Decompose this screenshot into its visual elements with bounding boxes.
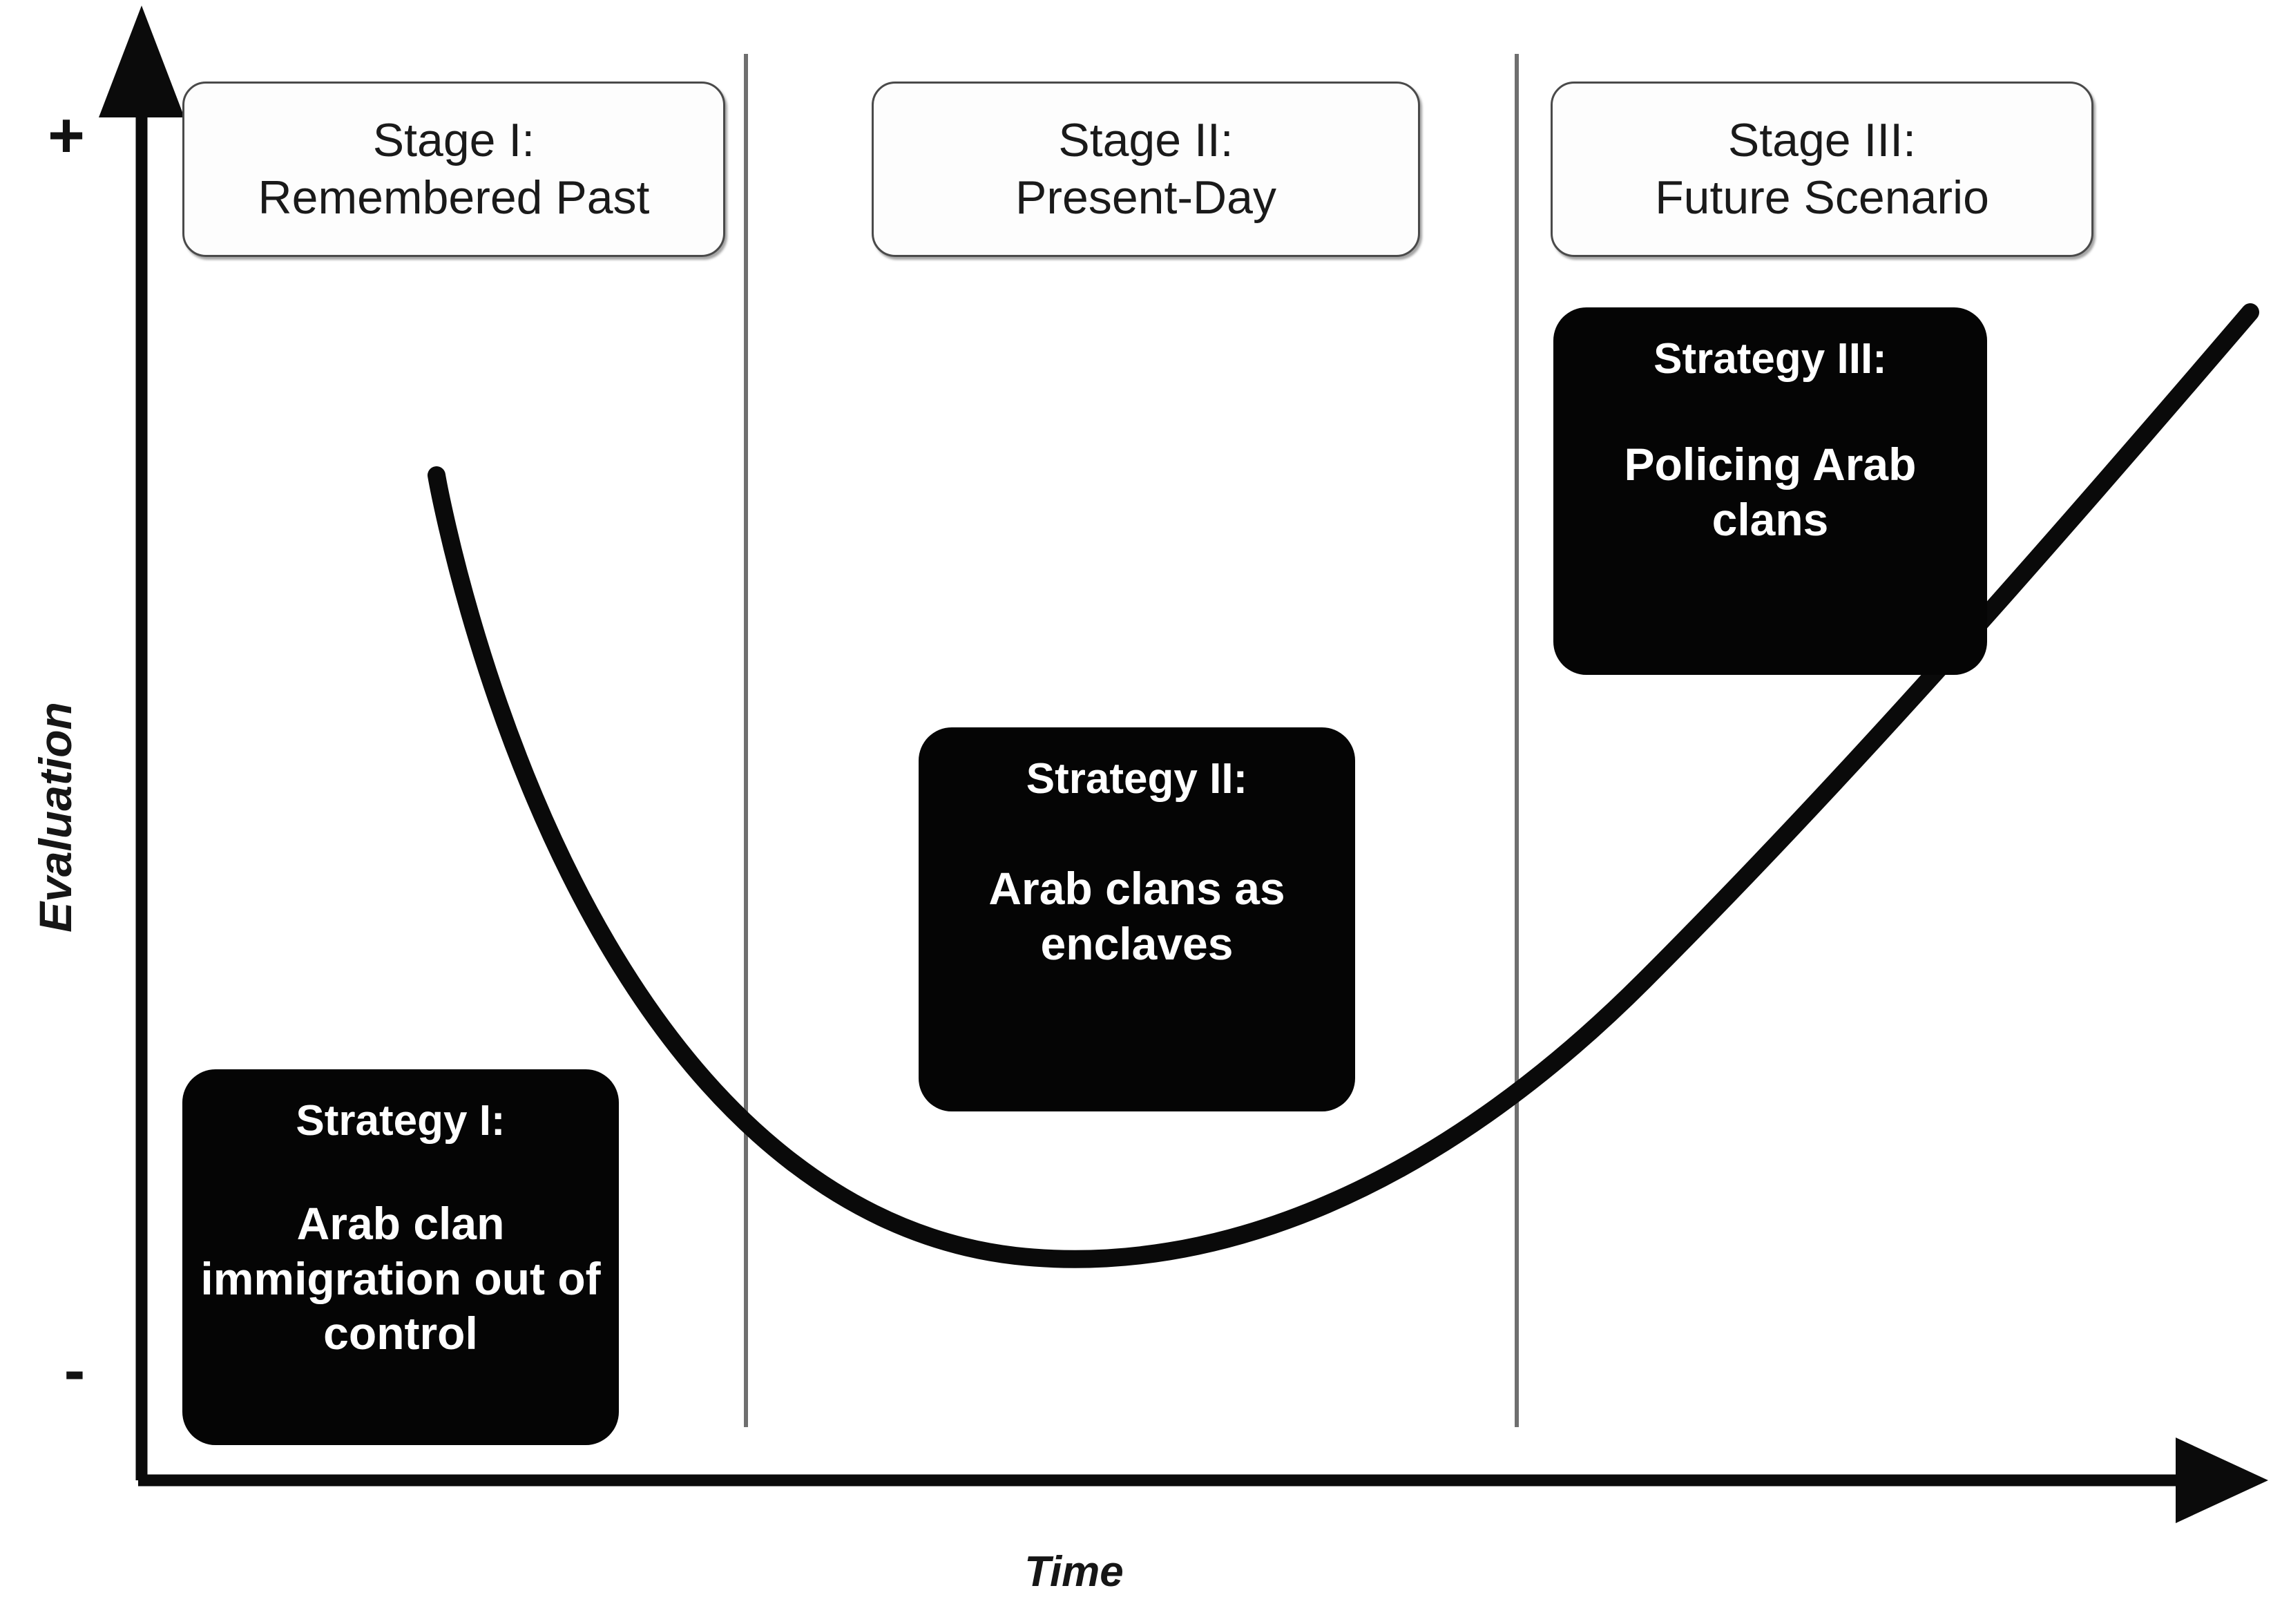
strategy-box-3: Strategy III: Policing Arab clans [1553, 307, 1987, 675]
stage-header-box-3: Stage III: Future Scenario [1551, 82, 2093, 257]
strategy-2-title: Strategy II: [1026, 755, 1248, 803]
strategy-2-body: Arab clans as enclaves [988, 863, 1285, 969]
strategy-box-2: Strategy II: Arab clans as enclaves [919, 727, 1355, 1111]
stage-header-box-1: Stage I: Remembered Past [182, 82, 725, 257]
x-axis-title: Time [1024, 1548, 1124, 1596]
strategy-3-title: Strategy III: [1653, 335, 1887, 383]
stage-header-1-line1: Stage I: [372, 114, 535, 167]
y-axis-arrowhead [99, 6, 184, 117]
stage-header-box-2: Stage II: Present-Day [872, 82, 1420, 257]
stage-header-3-line1: Stage III: [1727, 114, 1917, 167]
y-axis-negative-marker: - [64, 1335, 86, 1406]
evaluation-curve [428, 303, 2259, 1268]
y-axis-title: Evaluation [30, 702, 81, 933]
stage-header-2-line1: Stage II: [1058, 114, 1234, 167]
x-axis-arrowhead [2176, 1437, 2268, 1523]
strategy-3-body: Policing Arab clans [1624, 439, 1917, 545]
stage-header-3-line2: Future Scenario [1655, 171, 1989, 224]
stage-header-1-line2: Remembered Past [258, 171, 650, 224]
strategy-1-title: Strategy I: [296, 1097, 506, 1145]
stage-header-2-line2: Present-Day [1015, 171, 1276, 224]
y-axis-positive-marker: + [48, 100, 85, 171]
strategy-1-body: Arab clan immigration out of control [200, 1198, 601, 1359]
strategy-box-1: Strategy I: Arab clan immigration out of… [182, 1069, 619, 1445]
